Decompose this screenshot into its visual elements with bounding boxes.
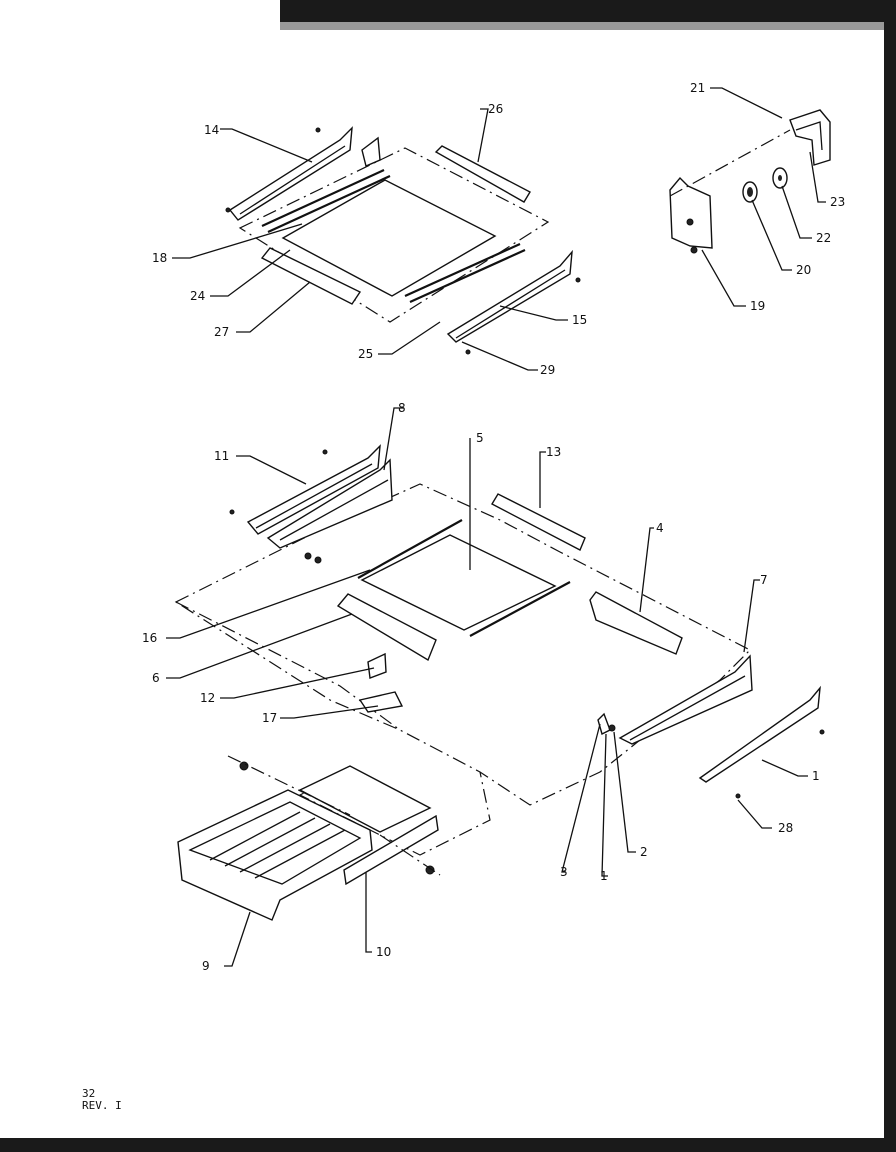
trim-4 bbox=[589, 591, 683, 655]
hinge-detail bbox=[669, 109, 831, 254]
label-22: 22 bbox=[816, 231, 831, 245]
strip-1 bbox=[698, 685, 821, 783]
label-18: 18 bbox=[152, 251, 167, 265]
label-25: 25 bbox=[358, 347, 373, 361]
clip-12 bbox=[367, 652, 387, 679]
trim-27 bbox=[260, 247, 362, 305]
label-16: 16 bbox=[142, 631, 157, 645]
label-24: 24 bbox=[190, 289, 205, 303]
label-13: 13 bbox=[546, 445, 561, 459]
rail-14 bbox=[228, 126, 353, 221]
label-28: 28 bbox=[778, 821, 793, 835]
label-1-lower: 1 bbox=[600, 869, 608, 883]
label-14: 14 bbox=[204, 123, 219, 137]
label-11: 11 bbox=[214, 449, 229, 463]
label-12: 12 bbox=[200, 691, 215, 705]
label-3: 3 bbox=[560, 865, 568, 879]
drawer-9 bbox=[177, 789, 373, 921]
label-1-right: 1 bbox=[812, 769, 820, 783]
label-17: 17 bbox=[262, 711, 277, 725]
upper-shelf-assembly bbox=[225, 126, 581, 355]
label-29: 29 bbox=[540, 363, 555, 377]
rail-11 bbox=[246, 444, 381, 535]
label-5: 5 bbox=[476, 431, 484, 445]
label-2: 2 bbox=[640, 845, 648, 859]
label-26: 26 bbox=[488, 102, 503, 116]
bracket-8 bbox=[266, 458, 393, 549]
label-19: 19 bbox=[750, 299, 765, 313]
label-20: 20 bbox=[796, 263, 811, 277]
label-4: 4 bbox=[656, 521, 664, 535]
leader-lines bbox=[166, 87, 826, 967]
revision-label: REV. I bbox=[82, 1099, 122, 1112]
clip-17 bbox=[358, 691, 404, 713]
label-15: 15 bbox=[572, 313, 587, 327]
trim-6 bbox=[336, 593, 437, 662]
plate-19 bbox=[669, 176, 713, 249]
rail-15 bbox=[446, 249, 573, 343]
label-23: 23 bbox=[830, 195, 845, 209]
page-footer: 32 REV. I bbox=[82, 1088, 122, 1112]
part-labels: 14 26 21 18 24 27 25 15 29 23 22 20 19 1… bbox=[142, 81, 845, 973]
label-7: 7 bbox=[760, 573, 768, 587]
label-27: 27 bbox=[214, 325, 229, 339]
label-6: 6 bbox=[152, 671, 160, 685]
rail-7 bbox=[618, 654, 753, 745]
rail-10 bbox=[343, 814, 439, 886]
crisper-drawer bbox=[177, 755, 441, 921]
lower-shelf-assembly bbox=[174, 444, 825, 856]
trim-26 bbox=[434, 145, 531, 203]
label-10: 10 bbox=[376, 945, 391, 959]
upper-glass-panel bbox=[281, 179, 497, 297]
page-number: 32 bbox=[82, 1087, 96, 1100]
label-8: 8 bbox=[398, 401, 406, 415]
label-9: 9 bbox=[202, 959, 210, 973]
trim-13 bbox=[491, 493, 586, 551]
label-21: 21 bbox=[690, 81, 705, 95]
bracket-23 bbox=[789, 109, 831, 166]
glass-panel-5 bbox=[360, 534, 557, 631]
